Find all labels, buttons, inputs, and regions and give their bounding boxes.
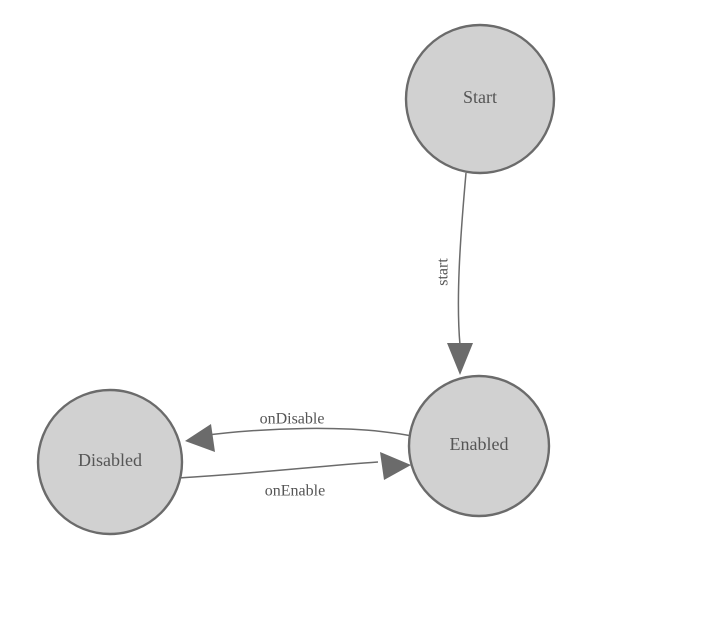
edge-start-to-enabled-path (457, 172, 467, 346)
edge-enabled-to-disabled-path (199, 427, 413, 437)
edge-disabled-to-enabled-path (177, 461, 379, 479)
state-node-disabled-label: Disabled (78, 450, 142, 470)
state-node-start-shape (404, 23, 556, 175)
state-node-start[interactable]: Start (404, 23, 556, 175)
edge-label-on-disable: onDisable (260, 411, 325, 428)
state-node-enabled[interactable]: Enabled (407, 374, 551, 518)
state-node-start-label: Start (463, 87, 497, 107)
edge-start-to-enabled-arrowhead (447, 343, 473, 375)
edge-start-to-enabled[interactable]: start (435, 172, 473, 375)
state-node-enabled-shape (407, 374, 551, 518)
edge-label-on-enable: onEnable (265, 483, 325, 500)
state-node-disabled-shape (36, 388, 184, 536)
edge-enabled-to-disabled-arrowhead (185, 424, 215, 452)
edge-disabled-to-enabled[interactable]: onEnable (177, 452, 411, 500)
edge-label-start: start (435, 258, 452, 286)
state-node-disabled[interactable]: Disabled (36, 388, 184, 536)
edge-enabled-to-disabled[interactable]: onDisable (185, 411, 413, 452)
edge-disabled-to-enabled-arrowhead (380, 452, 411, 480)
state-node-enabled-label: Enabled (450, 434, 509, 454)
